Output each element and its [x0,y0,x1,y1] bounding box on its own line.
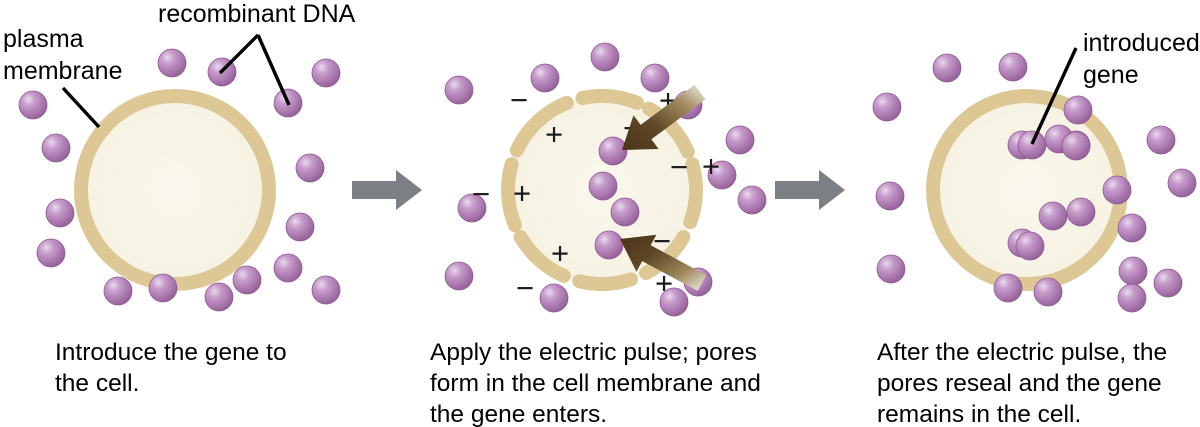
caption-line: Introduce the gene to [55,339,287,366]
plasma-membrane-label-line2: membrane [3,57,123,85]
dna-sphere [725,125,755,155]
dna-sphere [998,52,1028,82]
caption-line: After the electric pulse, the [877,339,1167,366]
recombinant-dna-leader-line-right [256,34,291,106]
introduced-gene-leader-line [1030,47,1078,145]
dna-sphere [640,63,670,93]
dna-sphere [1033,277,1063,307]
dna-sphere [876,254,906,284]
dna-sphere [204,282,234,312]
dna-sphere [285,212,315,242]
dna-sphere [1015,231,1045,261]
dna-sphere [148,273,178,303]
dna-sphere [872,92,902,122]
dna-sphere [588,171,618,201]
dna-sphere [232,265,262,295]
membrane-arc-segment [683,157,703,230]
dna-sphere [598,136,628,166]
dna-sphere [1066,197,1096,227]
dna-sphere [1153,268,1183,298]
dna-sphere [1167,168,1197,198]
dna-sphere [1102,175,1132,205]
gene-entry-arrows [620,84,707,291]
process-arrows [352,170,845,210]
gene-entry-arrow [620,234,707,291]
dna-sphere [707,160,737,190]
charge-minus-sign: − [670,150,688,185]
introduced-gene-label-line2: gene [1083,61,1139,89]
cell-body-panel-1 [74,89,276,291]
caption-line: pores reseal and the gene [877,370,1162,397]
charge-minus-sign: − [510,83,528,118]
dna-sphere [1063,95,1093,125]
gene-entry-arrow [622,84,706,150]
dna-sphere [530,63,560,93]
dna-sphere [45,198,75,228]
dna-sphere [311,58,341,88]
dna-spheres-panel-1 [18,48,341,312]
dna-sphere [41,133,71,163]
recombinant-dna-label: recombinant DNA [158,0,356,28]
plasma-membrane-label-line1: plasma [3,25,84,53]
dna-sphere [457,193,487,223]
dna-sphere [610,197,640,227]
dna-sphere [932,53,962,83]
dna-sphere [1117,213,1147,243]
dna-sphere [1117,283,1147,313]
dna-sphere [103,276,133,306]
dna-sphere [659,287,689,317]
charge-plus-sign: + [551,236,569,271]
dna-sphere [311,275,341,305]
charge-minus-sign: − [472,177,490,212]
dna-spheres-panel-2 [444,42,767,317]
recombinant-dna-leader-line-left [218,33,260,75]
caption-line: the cell. [55,370,139,397]
membrane-arc-segment [513,230,571,283]
charge-plus-sign: + [545,117,563,152]
membrane-arc-segment [642,101,695,159]
process-arrow [352,170,422,210]
dna-spheres-panel-3 [872,52,1197,313]
panel-apply-electric-pulse: −++−−+−++−−+ [444,42,767,317]
dna-sphere [444,261,474,291]
dna-sphere [993,273,1023,303]
dna-sphere [1118,256,1148,286]
caption-line: form in the cell membrane and [430,370,761,397]
plasma-membrane-leader-line [61,86,101,129]
dna-sphere [273,253,303,283]
caption-line: the gene enters. [430,401,607,427]
cytoplasm [81,96,269,284]
charge-minus-sign: − [516,271,534,306]
dna-sphere [594,230,624,260]
caption-panel-1: Introduce the gene to the cell. [55,339,287,397]
introduced-gene-label-line1: introduced [1083,29,1200,57]
dna-sphere [1038,201,1068,231]
caption-line: remains in the cell. [877,401,1081,427]
dna-sphere [590,42,620,72]
charge-plus-sign: + [513,176,531,211]
dna-sphere [1017,130,1047,160]
dna-sphere [875,181,905,211]
dna-sphere [36,238,66,268]
dna-sphere [539,283,569,313]
dna-sphere [295,153,325,183]
dna-sphere [18,90,48,120]
caption-panel-2: Apply the electric pulse; pores form in … [430,339,761,427]
panel-introduce-gene [18,33,341,312]
dna-sphere [1061,131,1091,161]
dna-sphere [1146,125,1176,155]
panel-pores-reseal [872,47,1197,313]
dna-sphere [157,48,187,78]
caption-line: Apply the electric pulse; pores [430,339,757,366]
membrane-arc-segment [575,89,645,110]
porated-membrane-ring [501,89,703,291]
dna-sphere [737,185,767,215]
charge-plus-sign: + [702,149,720,184]
dna-sphere [444,75,474,105]
membrane-arc-segment [509,95,574,158]
process-arrow [775,170,845,210]
membrane-arc-segment [501,157,522,233]
membrane-arc-segment [572,272,639,291]
caption-panel-3: After the electric pulse, the pores rese… [877,339,1167,427]
